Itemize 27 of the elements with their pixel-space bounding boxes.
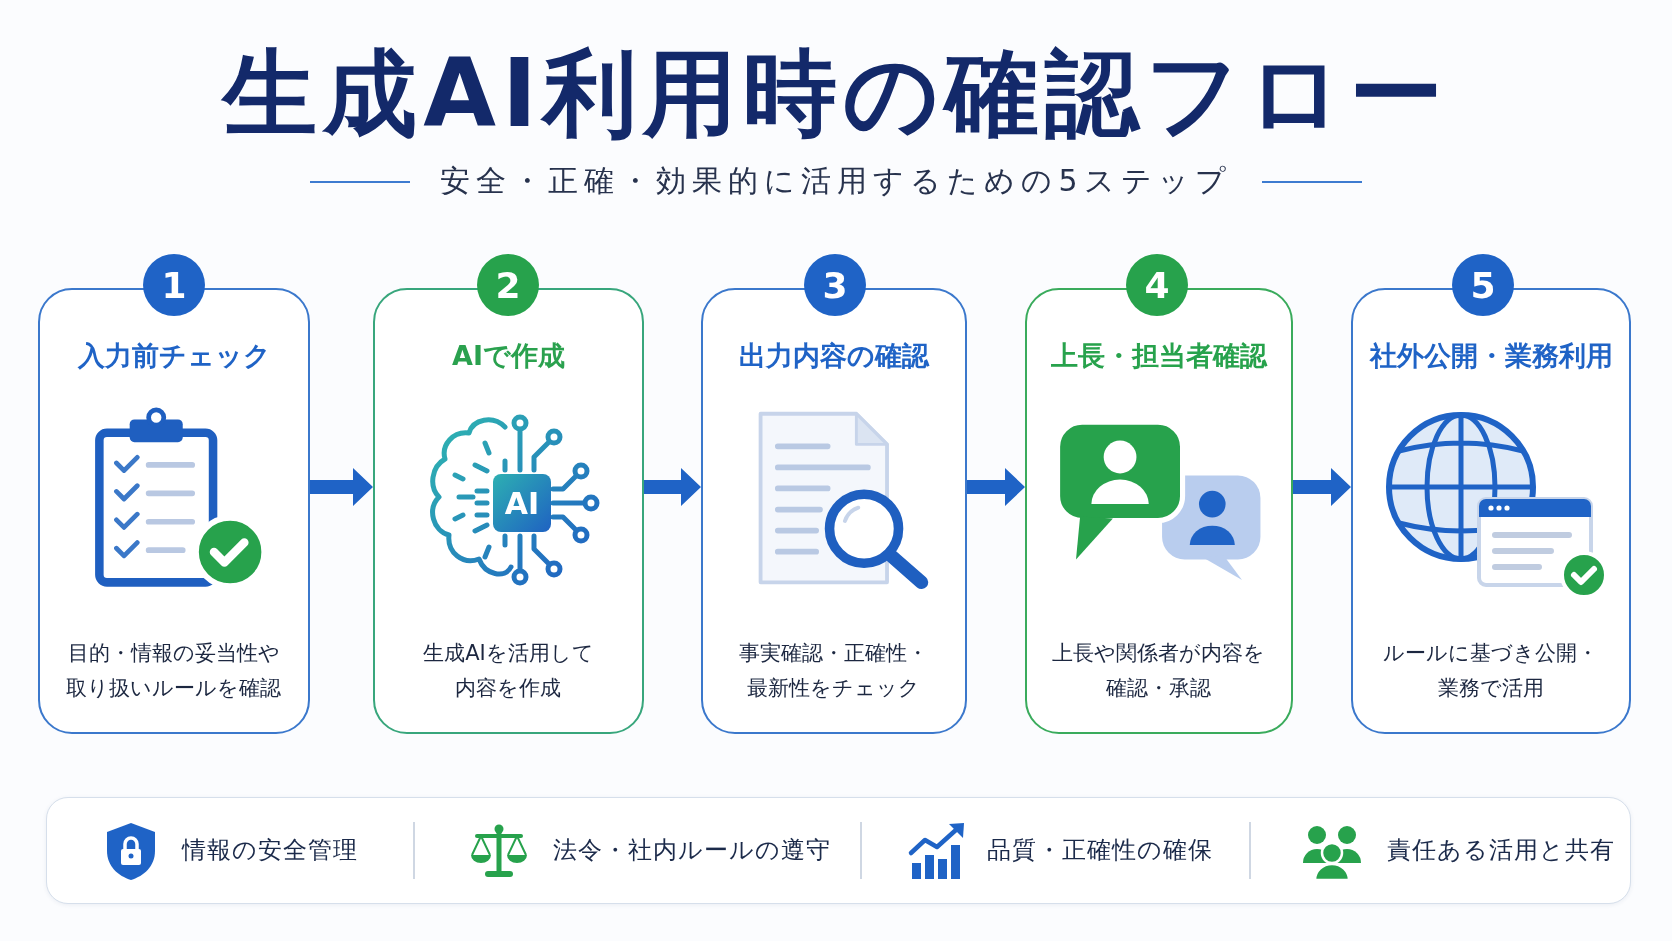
title: 生成AI利用時の確認フロー: [223, 44, 1449, 144]
arrow: [1293, 468, 1351, 506]
step-number-badge: 4: [1126, 254, 1188, 316]
step-description: 生成AIを活用して内容を作成: [422, 640, 595, 702]
subtitle: 安全・正確・効果的に活用するための5ステップ: [440, 162, 1232, 200]
principle-text: 品質・正確性の確保: [987, 834, 1213, 866]
arrow: [967, 468, 1025, 506]
step-description: 上長や関係者が内容を確認・承認: [1051, 640, 1267, 702]
step-title: 社外公開・業務利用: [1369, 339, 1613, 373]
arrow: [310, 468, 373, 506]
step-number-badge: 3: [804, 254, 866, 316]
step-description: 事実確認・正確性・最新性をチェック: [738, 640, 930, 702]
principle-text: 責任ある活用と共有: [1387, 834, 1615, 866]
principle-text: 法令・社内ルールの遵守: [553, 834, 831, 866]
principle-text: 情報の安全管理: [182, 834, 358, 866]
step-title: AIで作成: [452, 339, 565, 373]
step-number-badge: 1: [143, 254, 205, 316]
ai-chip: AI: [493, 474, 551, 532]
arrow: [644, 468, 701, 506]
principles-panel: [46, 797, 1631, 904]
step-description: 目的・情報の妥当性や取り扱いルールを確認: [65, 640, 283, 702]
step-title: 出力内容の確認: [739, 339, 929, 373]
step-description: ルールに基づき公開・業務で活用: [1382, 640, 1600, 702]
step-title: 入力前チェック: [77, 339, 271, 373]
step-number-badge: 2: [477, 254, 539, 316]
step-number-badge: 5: [1452, 254, 1514, 316]
step-title: 上長・担当者確認: [1051, 339, 1267, 373]
